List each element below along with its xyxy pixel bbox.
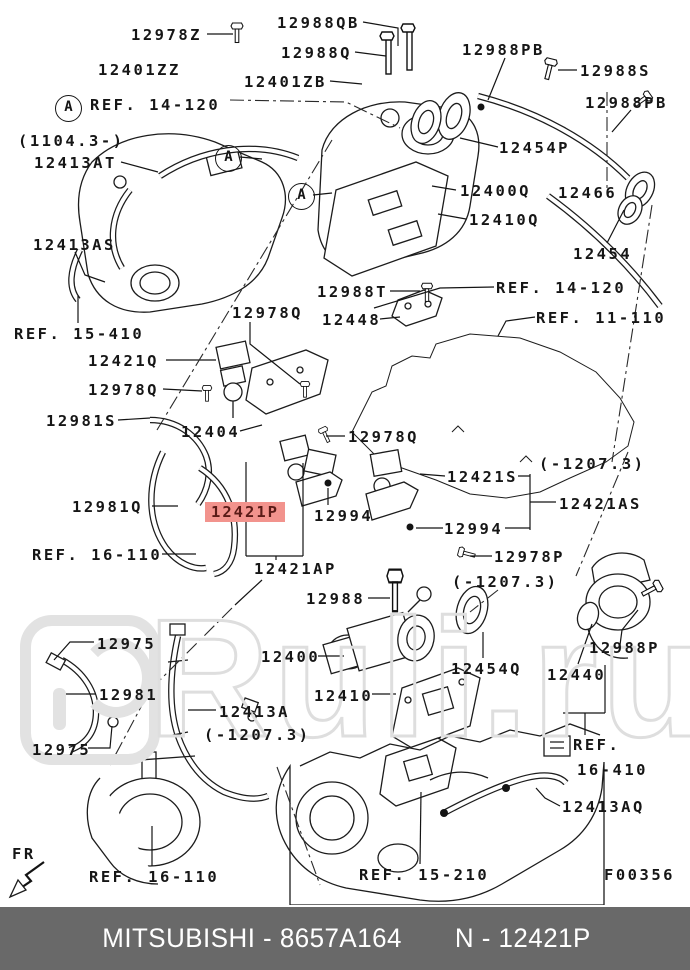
view-marker-a: A bbox=[215, 145, 242, 172]
part-label-12978z: 12978Z bbox=[131, 26, 202, 44]
part-label-12466: 12466 bbox=[558, 184, 618, 202]
part-label-12421q: 12421Q bbox=[88, 352, 159, 370]
part-label-12413at: 12413AT bbox=[34, 154, 117, 172]
fr-arrow-icon bbox=[8, 861, 45, 899]
label-layer: 12978Z 12988QB 12988Q 12401ZZ 12401ZB 12988PB… bbox=[12, 14, 675, 886]
part-label-12988pb: 12988PB bbox=[585, 94, 668, 112]
part-label-12421p: 12421P bbox=[205, 502, 285, 522]
part-label-12994: 12994 bbox=[444, 520, 504, 538]
part-label-12978q: 12978Q bbox=[232, 304, 303, 322]
part-label-ref-15-410: REF. 15-410 bbox=[14, 325, 145, 343]
part-label-12421s: 12421S bbox=[447, 468, 518, 486]
part-label-12978p: 12978P bbox=[494, 548, 565, 566]
part-label-12988q: 12988Q bbox=[281, 44, 352, 62]
part-label-12454q: 12454Q bbox=[451, 660, 522, 678]
part-label-12404: 12404 bbox=[181, 423, 241, 441]
part-label-12401zz: 12401ZZ bbox=[98, 61, 181, 79]
view-marker-a: A bbox=[55, 95, 82, 122]
part-label-12978q: 12978Q bbox=[88, 381, 159, 399]
part-label-12454p: 12454P bbox=[499, 139, 570, 157]
part-label-12988pb: 12988PB bbox=[462, 41, 545, 59]
part-label-12981q: 12981Q bbox=[72, 498, 143, 516]
part-label-12410q: 12410Q bbox=[469, 211, 540, 229]
part-label-ref-14-120: REF. 14-120 bbox=[496, 279, 627, 297]
part-label-12978q: 12978Q bbox=[348, 428, 419, 446]
part-label-12413a: 12413A bbox=[219, 703, 290, 721]
part-label-12421ap: 12421AP bbox=[254, 560, 337, 578]
part-label-12981s: 12981S bbox=[46, 412, 117, 430]
part-label-ref-16-110: REF. 16-110 bbox=[89, 868, 220, 886]
part-label-12981: 12981 bbox=[99, 686, 159, 704]
part-label-12988t: 12988T bbox=[317, 283, 388, 301]
part-label-12400q: 12400Q bbox=[460, 182, 531, 200]
part-label-12454: 12454 bbox=[573, 245, 633, 263]
part-label-12413aq: 12413AQ bbox=[562, 798, 645, 816]
footer-brand-part: MITSUBISHI - 8657A164 bbox=[102, 923, 403, 953]
ref-label-16-410-line1: REF. bbox=[573, 736, 621, 754]
part-label-12975: 12975 bbox=[97, 635, 157, 653]
part-label-12400: 12400 bbox=[261, 648, 321, 666]
footer-part-ref: N - 12421P bbox=[455, 923, 592, 953]
part-label-12413as: 12413AS bbox=[33, 236, 116, 254]
part-label-12401zb: 12401ZB bbox=[244, 73, 327, 91]
fr-direction-label: FR bbox=[12, 845, 36, 863]
footer-bar: MITSUBISHI - 8657A164 N - 12421P bbox=[0, 907, 690, 970]
part-label-1207-3: (-1207.3) bbox=[539, 455, 646, 473]
part-label-12988p: 12988P bbox=[589, 639, 660, 657]
part-label-ref-15-210: REF. 15-210 bbox=[359, 866, 490, 884]
part-label-12440: 12440 bbox=[547, 666, 607, 684]
part-label-12988qb: 12988QB bbox=[277, 14, 360, 32]
part-label-12988: 12988 bbox=[306, 590, 366, 608]
part-label-12994: 12994 bbox=[314, 507, 374, 525]
part-label-12410: 12410 bbox=[314, 687, 374, 705]
part-label-12448: 12448 bbox=[322, 311, 382, 329]
part-label-1207-3: (-1207.3) bbox=[204, 726, 311, 744]
part-label-ref-11-110: REF. 11-110 bbox=[536, 309, 667, 327]
part-label-12975: 12975 bbox=[32, 741, 92, 759]
ref-label-16-410-line2: 16-410 bbox=[577, 761, 648, 779]
part-label-1207-3: (-1207.3) bbox=[452, 573, 559, 591]
part-label-ref-16-110: REF. 16-110 bbox=[32, 546, 163, 564]
view-marker-a: A bbox=[288, 183, 315, 210]
figure-code: F00356 bbox=[604, 866, 675, 884]
part-label-12421as: 12421AS bbox=[559, 495, 642, 513]
part-label-12988s: 12988S bbox=[580, 62, 651, 80]
part-label-1104-3: (1104.3-) bbox=[18, 132, 125, 150]
part-label-ref-14-120: REF. 14-120 bbox=[90, 96, 221, 114]
diagram-line-art bbox=[8, 21, 665, 905]
